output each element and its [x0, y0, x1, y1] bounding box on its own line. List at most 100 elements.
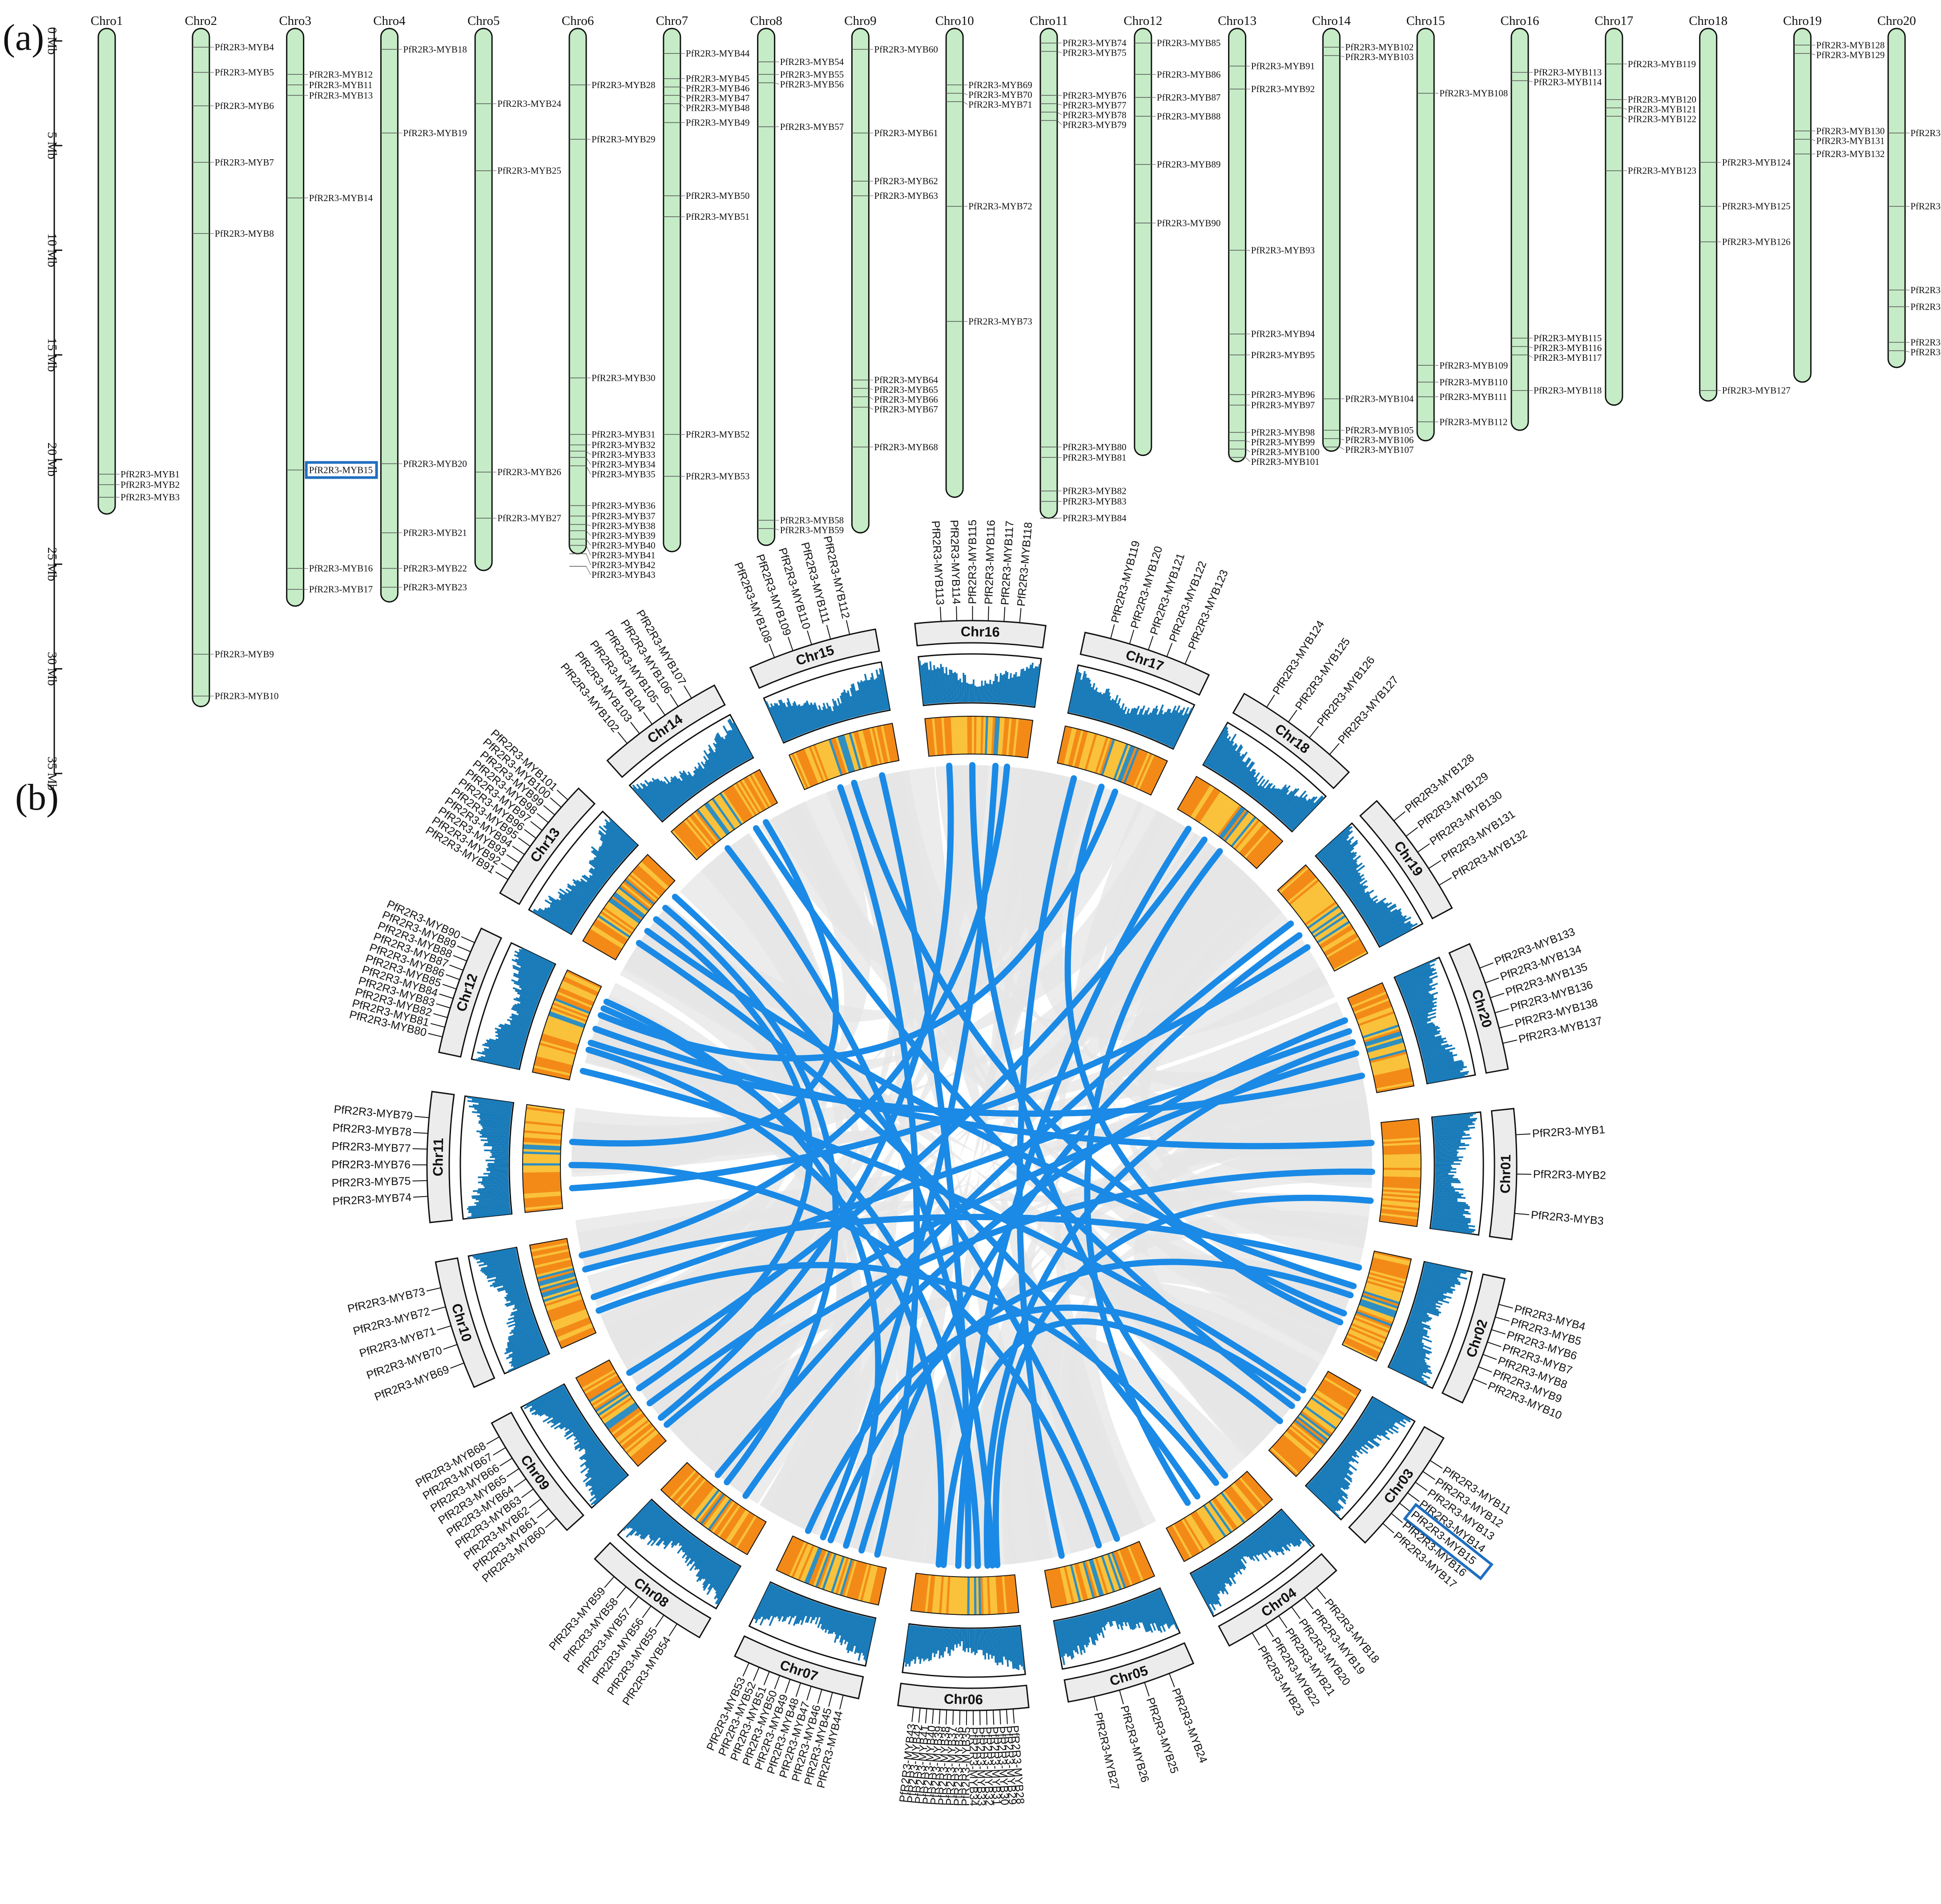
gene-label-pfr2r3-myb2: PfR2R3-MYB2 [121, 479, 180, 490]
gene-leader [774, 82, 779, 85]
heatmap-cell [1229, 815, 1255, 846]
heatmap-track [660, 1462, 767, 1556]
density-bar [1083, 687, 1093, 716]
panel-a-label: (a) [3, 17, 44, 58]
heatmap-cell [627, 875, 658, 902]
density-bar [1419, 1040, 1444, 1048]
density-bar [1419, 1285, 1447, 1294]
heatmap-cell [1374, 1074, 1413, 1085]
density-bar [547, 907, 576, 926]
heatmap-cell [562, 978, 598, 996]
gene-label-pfr2r3-myb58: PfR2R3-MYB58 [780, 515, 844, 525]
density-bar [1394, 1354, 1431, 1372]
density-bar [715, 743, 732, 770]
density-bar [1364, 1411, 1399, 1434]
background-link [958, 1334, 1246, 1566]
heatmap-cell [630, 871, 660, 899]
chromosome-bar [192, 28, 210, 707]
heatmap-cell [848, 1561, 862, 1598]
density-bar [822, 702, 831, 725]
gene-label-pfr2r3-myb20: PfR2R3-MYB20 [403, 458, 467, 469]
heatmap-cell [636, 1439, 666, 1466]
heatmap-cell [1006, 1575, 1012, 1614]
density-bar [537, 1396, 571, 1416]
density-bar [1365, 906, 1388, 922]
gene-label-pfr2r3-myb67: PfR2R3-MYB67 [874, 404, 938, 415]
heatmap-cell [1297, 890, 1329, 916]
density-bar [598, 850, 618, 867]
density-bar [1353, 1427, 1380, 1446]
density-bar [599, 825, 630, 854]
gene-leader [1622, 108, 1627, 110]
heatmap-cell [678, 823, 705, 854]
density-bar [1252, 1533, 1272, 1558]
gene-leader [1528, 355, 1533, 358]
density-bar [1343, 1441, 1357, 1452]
density-bar [786, 698, 803, 735]
chromosome-block [1079, 631, 1210, 696]
density-bar [1344, 1440, 1363, 1455]
density-bar [1426, 1070, 1461, 1079]
density-bar [1214, 741, 1234, 772]
density-bar [495, 1271, 521, 1279]
gene-tick [1304, 1597, 1314, 1610]
density-bar [488, 1166, 509, 1168]
density-bar [1143, 708, 1156, 735]
density-bar [1273, 1516, 1301, 1547]
density-bar [1398, 1345, 1430, 1360]
gene-tick [742, 1662, 749, 1677]
density-bar [967, 683, 970, 702]
heatmap-cell [610, 897, 642, 922]
gene-tick [911, 1707, 914, 1722]
heatmap-cell [525, 1111, 564, 1118]
gene-label-pfr2r3-myb128: PfR2R3-MYB128 [1816, 40, 1885, 50]
density-bar [639, 1511, 664, 1538]
link-pfr2r3-myb21-pfr2r3-myb93 [636, 940, 1200, 1500]
gene-tick [457, 945, 471, 952]
density-bar [1165, 710, 1183, 745]
heatmap-cell [693, 1488, 718, 1519]
density-bar [904, 1625, 911, 1662]
density-bar [573, 1431, 593, 1445]
density-bar [707, 753, 723, 776]
heatmap-cell [890, 723, 899, 761]
density-bar [1250, 785, 1259, 796]
gene-label-pfr2r3-myb91: PfR2R3-MYB91 [1251, 61, 1315, 71]
gene-tick [1288, 710, 1297, 722]
density-bar [1255, 787, 1265, 800]
density-bar [1132, 708, 1143, 731]
chromosome-chro6: Chro6PfR2R3-MYB28PfR2R3-MYB29PfR2R3-MYB3… [562, 14, 656, 580]
density-bar [1063, 1619, 1073, 1660]
density-bar [1077, 677, 1088, 715]
density-bar [837, 1611, 846, 1639]
density-bar [781, 1593, 795, 1622]
heatmap-cell [633, 1436, 664, 1463]
heatmap-cell [586, 1376, 620, 1399]
density-bar [879, 668, 888, 710]
gene-tick [545, 1518, 557, 1529]
gene-label-pfr2r3-myb19: PfR2R3-MYB19 [403, 128, 467, 138]
heatmap-cell [1279, 1437, 1309, 1465]
density-bar [1399, 972, 1438, 989]
density-bar [576, 879, 597, 895]
density-bar [551, 1407, 577, 1424]
heatmap-cell [1092, 1558, 1107, 1595]
heatmap-cell [1324, 1377, 1357, 1399]
density-bar [506, 1314, 534, 1325]
density-bar [782, 1593, 793, 1617]
density-bar [1270, 1519, 1291, 1544]
density-bar [1410, 1008, 1433, 1017]
density-bar [1335, 1451, 1350, 1463]
density-bar [640, 1510, 663, 1536]
density-bar [810, 1602, 819, 1624]
heatmap-cell [853, 731, 866, 769]
density-bar [713, 1561, 732, 1590]
heatmap-cell [558, 1327, 595, 1344]
density-bar [1435, 1154, 1457, 1157]
density-bar [507, 1333, 541, 1348]
heatmap-cell [1380, 1210, 1418, 1218]
heatmap-cell [588, 928, 623, 951]
density-bar [1075, 1617, 1086, 1653]
heatmap-cell [929, 718, 936, 756]
